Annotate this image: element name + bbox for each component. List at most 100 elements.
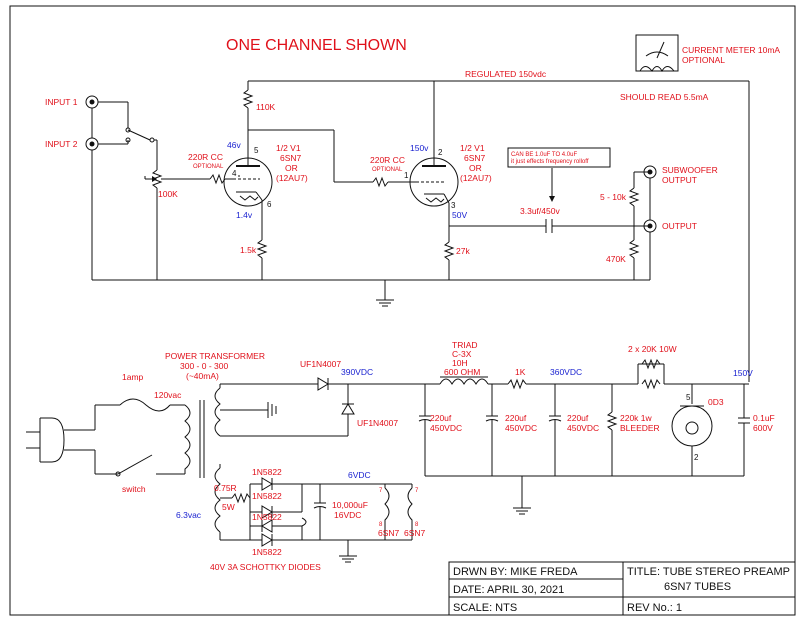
output-cap-label: 3.3uf/450v	[520, 206, 560, 216]
drawn-by: DRWN BY: MIKE FREDA	[453, 566, 578, 578]
heater-tube2-label: 6SN7	[404, 528, 426, 538]
v1b-cathode-voltage: 50V	[452, 210, 467, 220]
v1a-tube-line1: 1/2 V1	[276, 143, 301, 153]
heater-tube1-label: 6SN7	[378, 528, 400, 538]
v150-label: 150V	[733, 368, 753, 378]
drawing-subtitle: 6SN7 TUBES	[664, 581, 731, 593]
heater-voltage-label: 6.3vac	[176, 510, 202, 520]
bypass-cap-voltage: 600V	[753, 423, 773, 433]
diode2-label: UF1N4007	[357, 418, 398, 428]
plate-resistor-label: 110K	[256, 102, 276, 112]
cap1-voltage: 450VDC	[430, 423, 462, 433]
schottky1-label: 1N5822	[252, 467, 282, 477]
meter-optional: OPTIONAL	[682, 55, 725, 65]
psu-ground	[425, 475, 744, 515]
plate-resistor-110k	[242, 89, 254, 158]
v1b-pin-plate: 2	[438, 148, 443, 157]
output-label: OUTPUT	[662, 221, 697, 231]
interstage-wire	[248, 129, 416, 188]
cathode-resistor2-label: 27k	[456, 246, 470, 256]
choke-label3: 10H	[452, 358, 468, 368]
title-block	[448, 561, 796, 616]
cap2-value: 220uf	[505, 413, 527, 423]
heater-tube1-pin8: 8	[379, 522, 383, 528]
rail-label: REGULATED 150vdc	[465, 69, 547, 79]
schottky-description: 40V 3A SCHOTTKY DIODES	[210, 562, 321, 572]
output-network	[628, 165, 657, 280]
heater-tube2-pin8: 8	[415, 522, 419, 528]
drawing-title: TITLE: TUBE STEREO PREAMP	[627, 566, 790, 578]
od3-pin2: 2	[694, 453, 699, 462]
mains-voltage-label: 120vac	[154, 390, 182, 400]
v1a-tube-line2: 6SN7	[280, 153, 302, 163]
grid-resistor2-optional: OPTIONAL	[372, 167, 403, 173]
v1b-plate-voltage: 150v	[410, 143, 429, 153]
volume-pot	[144, 169, 163, 280]
choke-label2: C-3X	[452, 349, 472, 359]
v1b-pin-grid: 1	[404, 171, 409, 180]
resistor-20k-label: 2 x 20K 10W	[628, 344, 677, 354]
heater-supply	[219, 464, 413, 563]
heater-tube2-pin7: 7	[415, 488, 419, 494]
hv-rail	[348, 358, 749, 390]
choke-label4: 600 OHM	[444, 367, 480, 377]
tube-v1b	[409, 150, 459, 238]
grid-resistor2-label: 220R CC	[370, 155, 405, 165]
cathode-resistor2	[443, 238, 455, 280]
bleeder-label: BLEEDER	[620, 423, 660, 433]
v1a-plate-voltage: 46v	[227, 140, 241, 150]
od3-pin5: 5	[686, 393, 691, 402]
sub-resistor-label: 5 - 10k	[600, 192, 627, 202]
note-line2: it just effects frequency rolloff	[511, 159, 589, 165]
v1b-tube-line2: 6SN7	[464, 153, 486, 163]
v1b-tube-line1: 1/2 V1	[460, 143, 485, 153]
v390-label: 390VDC	[341, 367, 373, 377]
meter-reading: SHOULD READ 5.5mA	[620, 92, 709, 102]
sheet-border	[9, 5, 796, 616]
v1a-tube-line3: OR	[285, 163, 298, 173]
heater-dc-voltage: 6VDC	[348, 470, 371, 480]
v1a-cathode-voltage: 1.4v	[236, 210, 253, 220]
v1a-pin-plate: 5	[254, 146, 259, 155]
cap1-value: 220uf	[430, 413, 452, 423]
v1b-tube-line4: (12AU7)	[460, 173, 492, 183]
mains-plug	[26, 398, 185, 477]
tube-v1a	[223, 157, 273, 232]
v1a-pin-grid: 4	[232, 169, 237, 178]
od3-regulator	[671, 384, 713, 476]
transformer-label2: 300 - 0 - 300	[180, 361, 228, 371]
regulated-rail	[247, 80, 750, 382]
transformer-label3: (~40mA)	[186, 371, 219, 381]
schottky4-label: 1N5822	[252, 547, 282, 557]
drawing-date: DATE: APRIL 30, 2021	[453, 584, 564, 596]
revision-number: REV No.: 1	[627, 602, 682, 614]
input1-label: INPUT 1	[45, 97, 78, 107]
subwoofer-label1: SUBWOOFER	[662, 165, 718, 175]
heater-resistor-watt: 5W	[222, 502, 235, 512]
output-resistor-label: 470K	[606, 254, 626, 264]
filter-caps	[418, 384, 618, 476]
fuse-label: 1amp	[122, 372, 144, 382]
choke-label1: TRIAD	[452, 340, 478, 350]
cap3-value: 220uf	[567, 413, 589, 423]
ground-bus	[92, 279, 650, 307]
heater-cap-voltage: 16VDC	[334, 510, 361, 520]
note-line1: CAN BE 1.0uF TO 4.0uF	[511, 152, 577, 158]
heater-cap-value: 10,000uF	[332, 500, 368, 510]
note-box	[507, 147, 611, 168]
v1a-pin-cathode: 6	[267, 200, 272, 209]
cap3-voltage: 450VDC	[567, 423, 599, 433]
hv-rectifier	[317, 377, 355, 436]
input-jacks	[85, 95, 158, 280]
v360-label: 360VDC	[550, 367, 582, 377]
heater-resistor-value: 0.75R	[214, 483, 237, 493]
subwoofer-label2: OUTPUT	[662, 175, 697, 185]
pot-label: 100K	[158, 189, 178, 199]
cathode-resistor1	[256, 232, 268, 280]
diagram-title: ONE CHANNEL SHOWN	[226, 37, 407, 54]
drawing-scale: SCALE: NTS	[453, 602, 517, 614]
current-meter	[635, 34, 679, 82]
od3-label: 0D3	[708, 397, 724, 407]
